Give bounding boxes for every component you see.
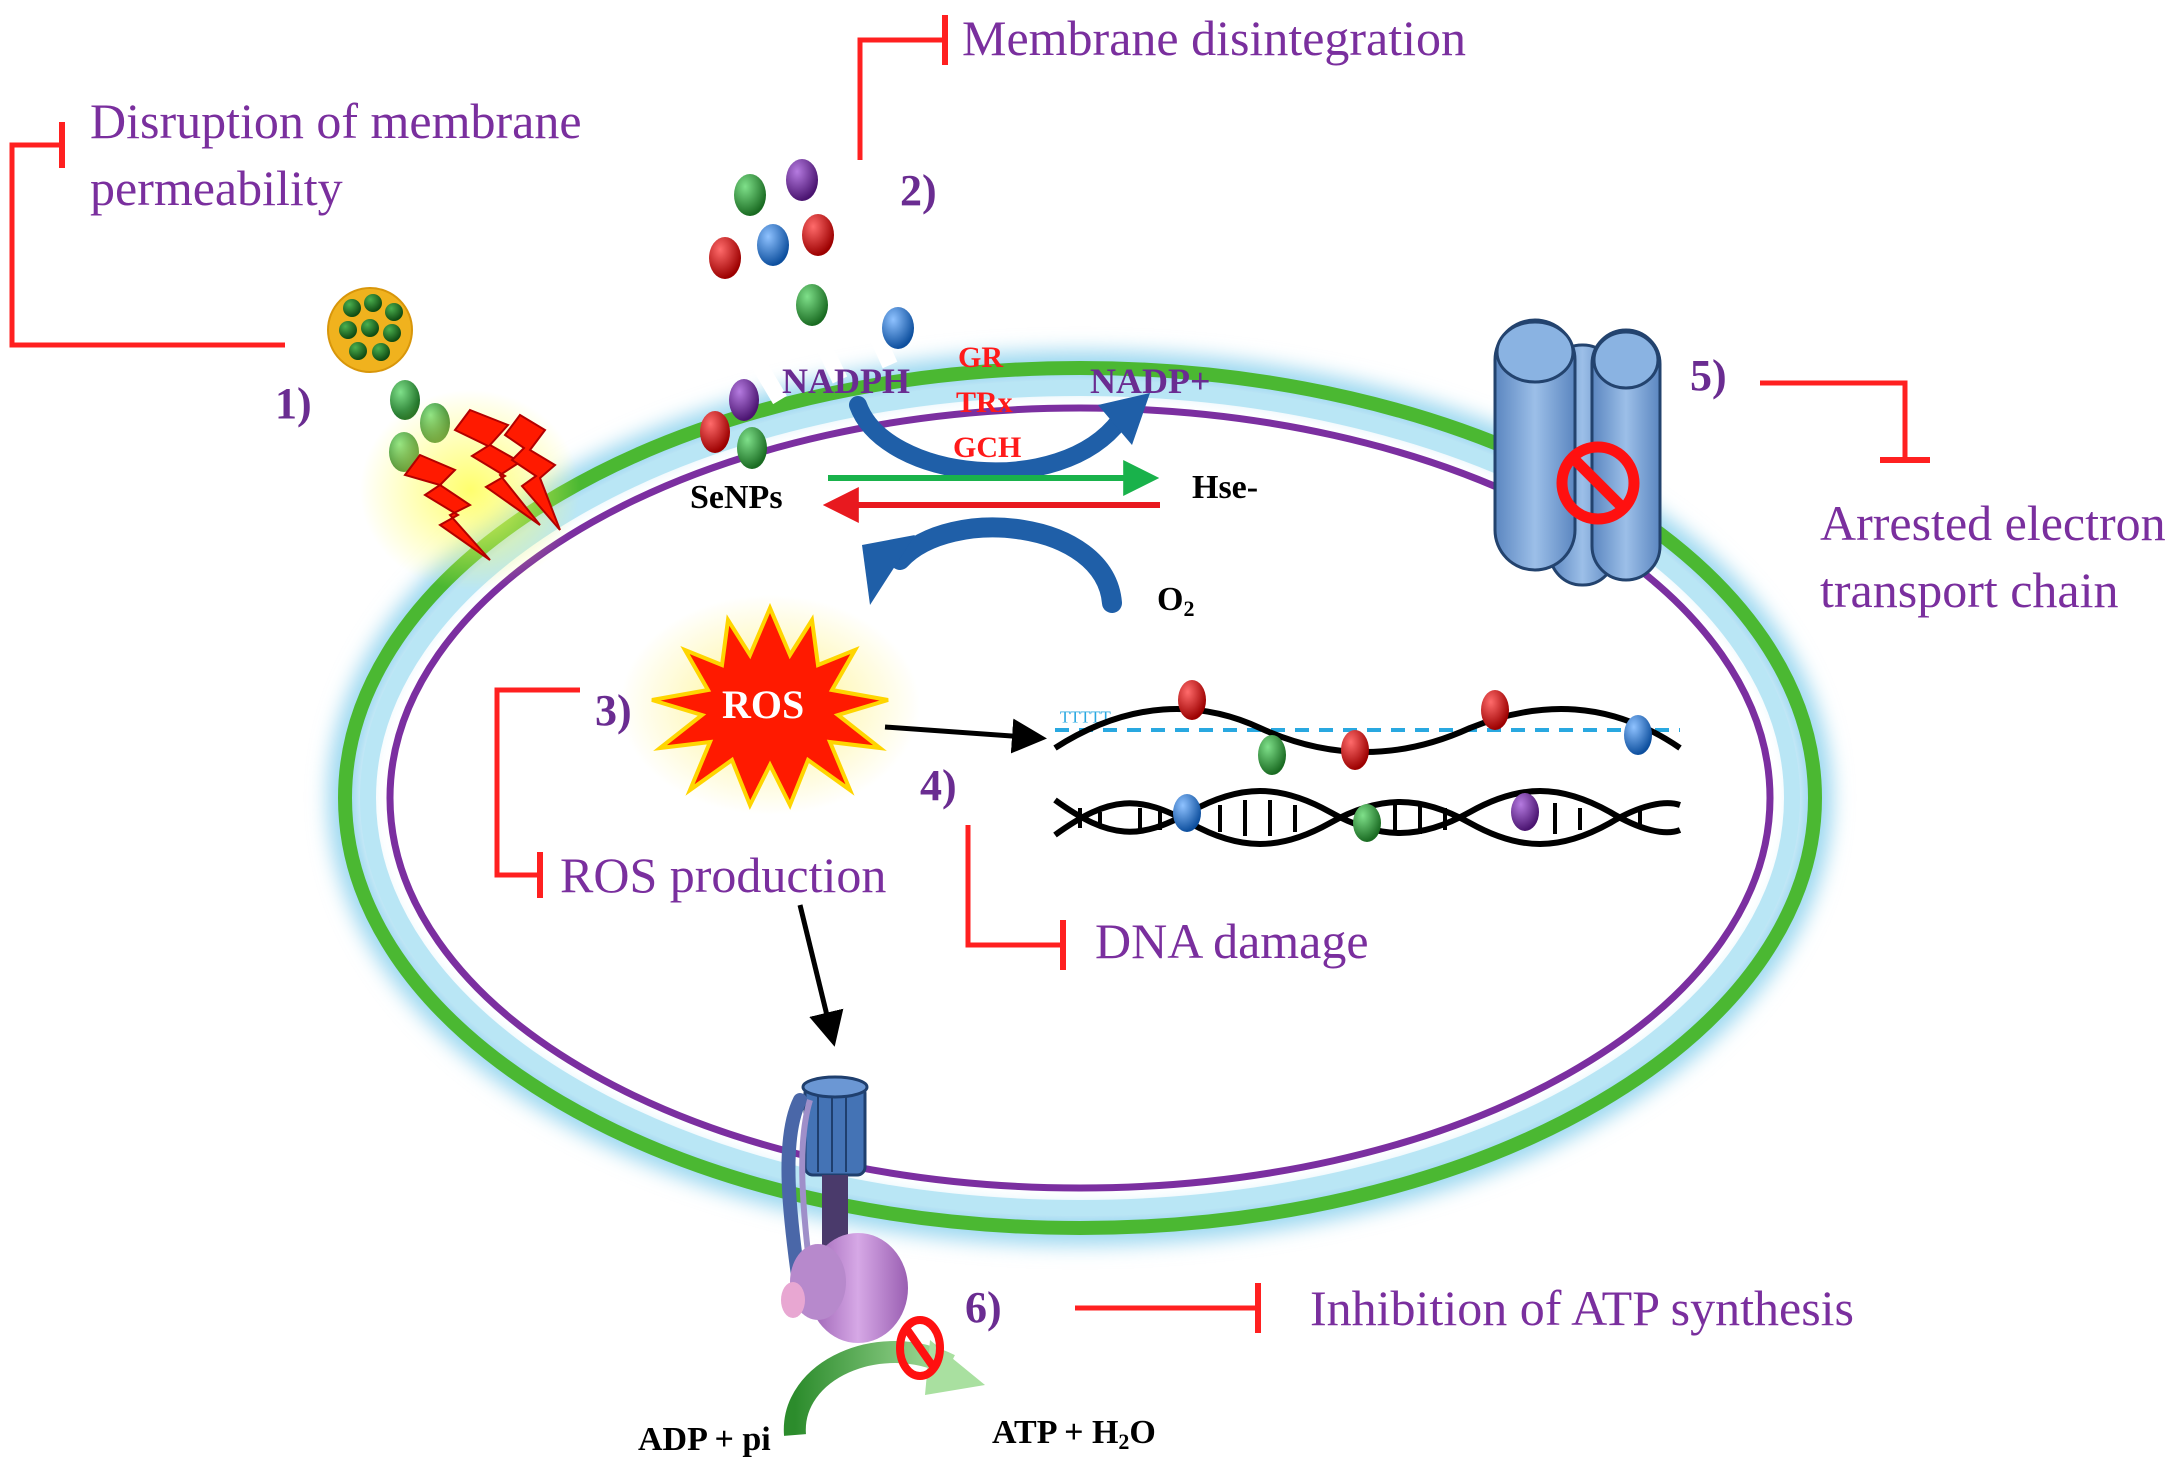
inhibition-line-1 [9,142,285,348]
nanoparticle-icon [385,303,403,321]
nanoparticle-icon [1481,690,1509,730]
mechanism-4-number: 4) [920,761,957,810]
mechanism-1-label-line2: permeability [90,160,343,216]
membrane-gap [708,285,787,405]
mechanism-6-number: 6) [965,1283,1002,1332]
inhibition-line-4 [965,825,1063,948]
ros-label: ROS [722,682,804,727]
enzyme-gch: GCH [953,431,1021,464]
nanoparticle-icon [343,299,361,317]
mechanism-1-number: 1) [275,379,312,428]
nanoparticle-icon [349,342,367,360]
membrane-gap [837,261,898,369]
nanoparticle-icon [709,237,741,279]
single-strand-dna-icon: ᵀᵀᵀᵀᵀ [1053,680,1682,775]
mechanism-3-number: 3) [595,686,632,735]
nanoparticle-icon [802,214,834,256]
nanoparticle-icon [882,307,914,349]
ros-to-dna-arrow [884,718,1047,754]
membrane-space [360,380,1800,1216]
helix-strand [1053,799,1681,847]
mechanism-5-label-line2: transport chain [1820,562,2119,618]
mechanism-4-label: DNA damage [1095,913,1369,969]
double-helix-dna-icon [1053,788,1682,847]
adp-label: ADP + pi [638,1421,771,1458]
nadph-curve-arrow [849,396,1129,481]
mechanism-5: 5) Arrested electron transport chain [1493,318,2166,618]
mechanism-3: ROS 3) ROS production [494,595,1047,1047]
nanoparticle-icon [1341,730,1369,770]
atp-label: ATP + H2O [992,1414,1156,1454]
mechanism-3-label: ROS production [560,847,886,903]
ros-to-atp-arrow [797,904,844,1047]
nanoparticle-icon [796,284,828,326]
mechanism-6-label: Inhibition of ATP synthesis [1310,1280,1854,1336]
nanoparticle-icon [372,343,390,361]
nanoparticle-icon [786,159,818,201]
mechanism-4: 4) DNA damage ᵀᵀᵀᵀᵀ [920,680,1682,970]
membrane-gap [782,271,848,384]
mechanism-5-label-line1: Arrested electron [1820,495,2166,551]
mechanism-5-number: 5) [1690,351,1727,400]
hse-label: Hse- [1192,469,1258,506]
cell [328,351,1832,1245]
lightning-icon [453,408,541,526]
senps-label: SeNPs [690,479,783,516]
mechanism-1-label-line1: Disruption of membrane [90,93,582,149]
inhibition-line-5 [1760,380,1908,460]
atp-synthase-icon [781,1075,908,1343]
inhibition-line-2 [857,37,945,160]
mechanism-1: Disruption of membrane permeability 1) [9,93,582,590]
nanoparticle-icon [361,319,379,337]
o2-label: O2 [1157,581,1194,621]
inner-membrane [386,404,1774,1192]
nanoparticle-icon [1353,804,1381,842]
nanoparticle-icon [1258,735,1286,775]
nanoparticle-icon [734,174,766,216]
enzyme-trx: TRx [956,386,1013,419]
nanoparticle-icon [1178,680,1206,720]
curve-arrowhead [862,535,915,605]
outer-membrane [338,361,1822,1235]
nanoparticle-icon [729,379,759,421]
oxygen-curve-arrow [890,517,1122,613]
nanoparticle-icon [364,294,382,312]
mechanism-2-label: Membrane disintegration [962,10,1466,66]
lightning-icon [503,413,561,531]
nanoparticle-icon [737,427,767,469]
curve-arrowhead [1098,393,1150,445]
mechanism-2: Membrane disintegration 2) [700,10,1466,469]
lightning-icon [403,453,491,561]
nanoparticle-icon [1624,715,1652,755]
ros-burst-icon [651,602,889,810]
nanoparticle-icon [700,411,730,453]
enzyme-gr: GR [958,341,1003,374]
mechanism-6: ADP + pi ATP + H2O 6) Inhibition of ATP … [638,1075,1854,1458]
nanoparticle-icon [1173,794,1201,832]
nanoparticle-icon [757,224,789,266]
nanoparticle-icon [1511,793,1539,831]
no-sign-icon [896,1316,944,1380]
redox-reaction: NADPH NADP+ GR TRx GCH SeNPs Hse- O2 [690,341,1258,621]
nadp-plus-label: NADP+ [1090,361,1211,401]
inhibition-line-3 [494,687,580,878]
mechanism-2-number: 2) [900,166,937,215]
nanoparticle-icon [383,324,401,342]
nadph-label: NADPH [782,361,910,401]
nanoparticle-icon [339,321,357,339]
no-sign-icon [1556,441,1640,525]
